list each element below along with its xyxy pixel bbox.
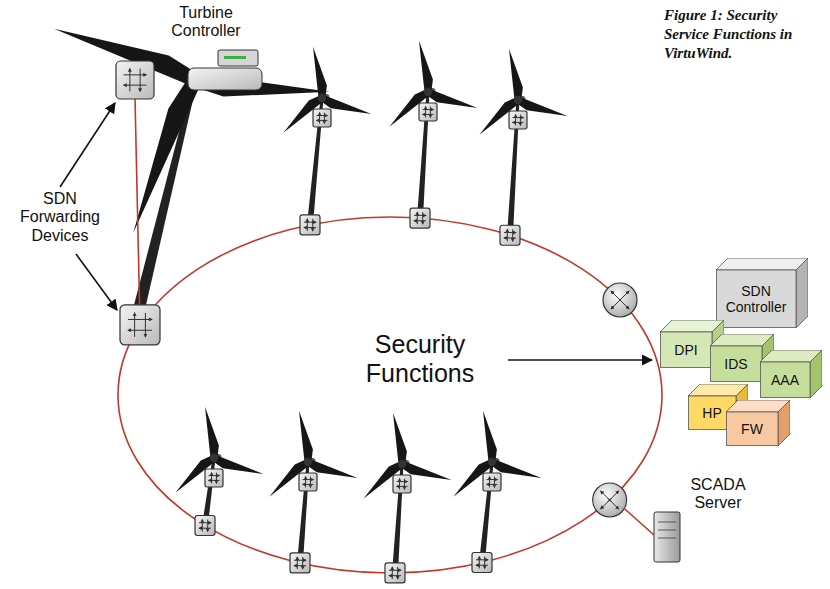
wind-turbine — [54, 29, 330, 305]
section-label: Security Functions — [335, 330, 505, 388]
sdn-switch — [300, 215, 320, 235]
box-label: FW — [741, 421, 763, 437]
wind-turbine — [269, 411, 357, 563]
sdn-switch — [313, 109, 331, 127]
box-label-area: AAA — [760, 362, 810, 398]
sdn-switch — [393, 475, 411, 493]
box-label-area: DPI — [660, 332, 712, 368]
box-label-area: SDN Controller — [716, 270, 796, 328]
wind-turbine — [363, 413, 451, 573]
pointer-arrow — [76, 254, 117, 310]
box-label-area: FW — [726, 412, 778, 446]
component-label: SDN Forwarding Devices — [6, 190, 114, 245]
wind-turbine — [479, 49, 567, 235]
sdn-switch — [116, 61, 154, 99]
sdn-switch — [205, 469, 223, 487]
wind-turbine — [453, 411, 541, 563]
ring-network — [118, 217, 662, 573]
box-label: SDN Controller — [718, 283, 794, 315]
component-label: SCADA Server — [682, 476, 754, 513]
router-symbol — [593, 483, 627, 517]
sdn-switch — [500, 225, 520, 245]
sdn-switch — [410, 208, 430, 228]
sdn-switch — [120, 305, 160, 345]
sdn-switch — [290, 553, 310, 573]
tower-link — [135, 98, 140, 325]
sdn-switch — [509, 111, 527, 129]
component-label: Turbine Controller — [160, 4, 252, 41]
security-function-box: AAA — [760, 350, 822, 398]
box-label: DPI — [674, 342, 697, 358]
turbine-controller-icon — [218, 50, 258, 66]
box-label: HP — [702, 405, 721, 421]
sdn-switch — [419, 103, 437, 121]
box-label: AAA — [771, 372, 799, 388]
wind-turbine — [175, 407, 263, 526]
sdn-switch — [385, 563, 405, 583]
sdn-switch — [483, 473, 501, 491]
box-label: IDS — [724, 356, 747, 372]
sdn-switch — [472, 553, 492, 573]
figure-caption: Figure 1: Security Service Functions in … — [664, 6, 826, 62]
turbine-nacelle — [188, 68, 262, 90]
pointer-arrow — [508, 359, 652, 361]
security-function-box: SDN Controller — [716, 258, 808, 328]
security-function-box: FW — [726, 400, 790, 446]
server-icon — [654, 512, 680, 562]
wind-turbine — [283, 47, 371, 225]
server-link — [624, 508, 654, 535]
router-symbol — [603, 283, 637, 317]
sdn-switch — [195, 515, 215, 535]
wind-turbine — [389, 41, 477, 218]
box-label-area: IDS — [710, 346, 762, 382]
pointer-arrow — [60, 103, 115, 187]
sdn-switch — [299, 473, 317, 491]
